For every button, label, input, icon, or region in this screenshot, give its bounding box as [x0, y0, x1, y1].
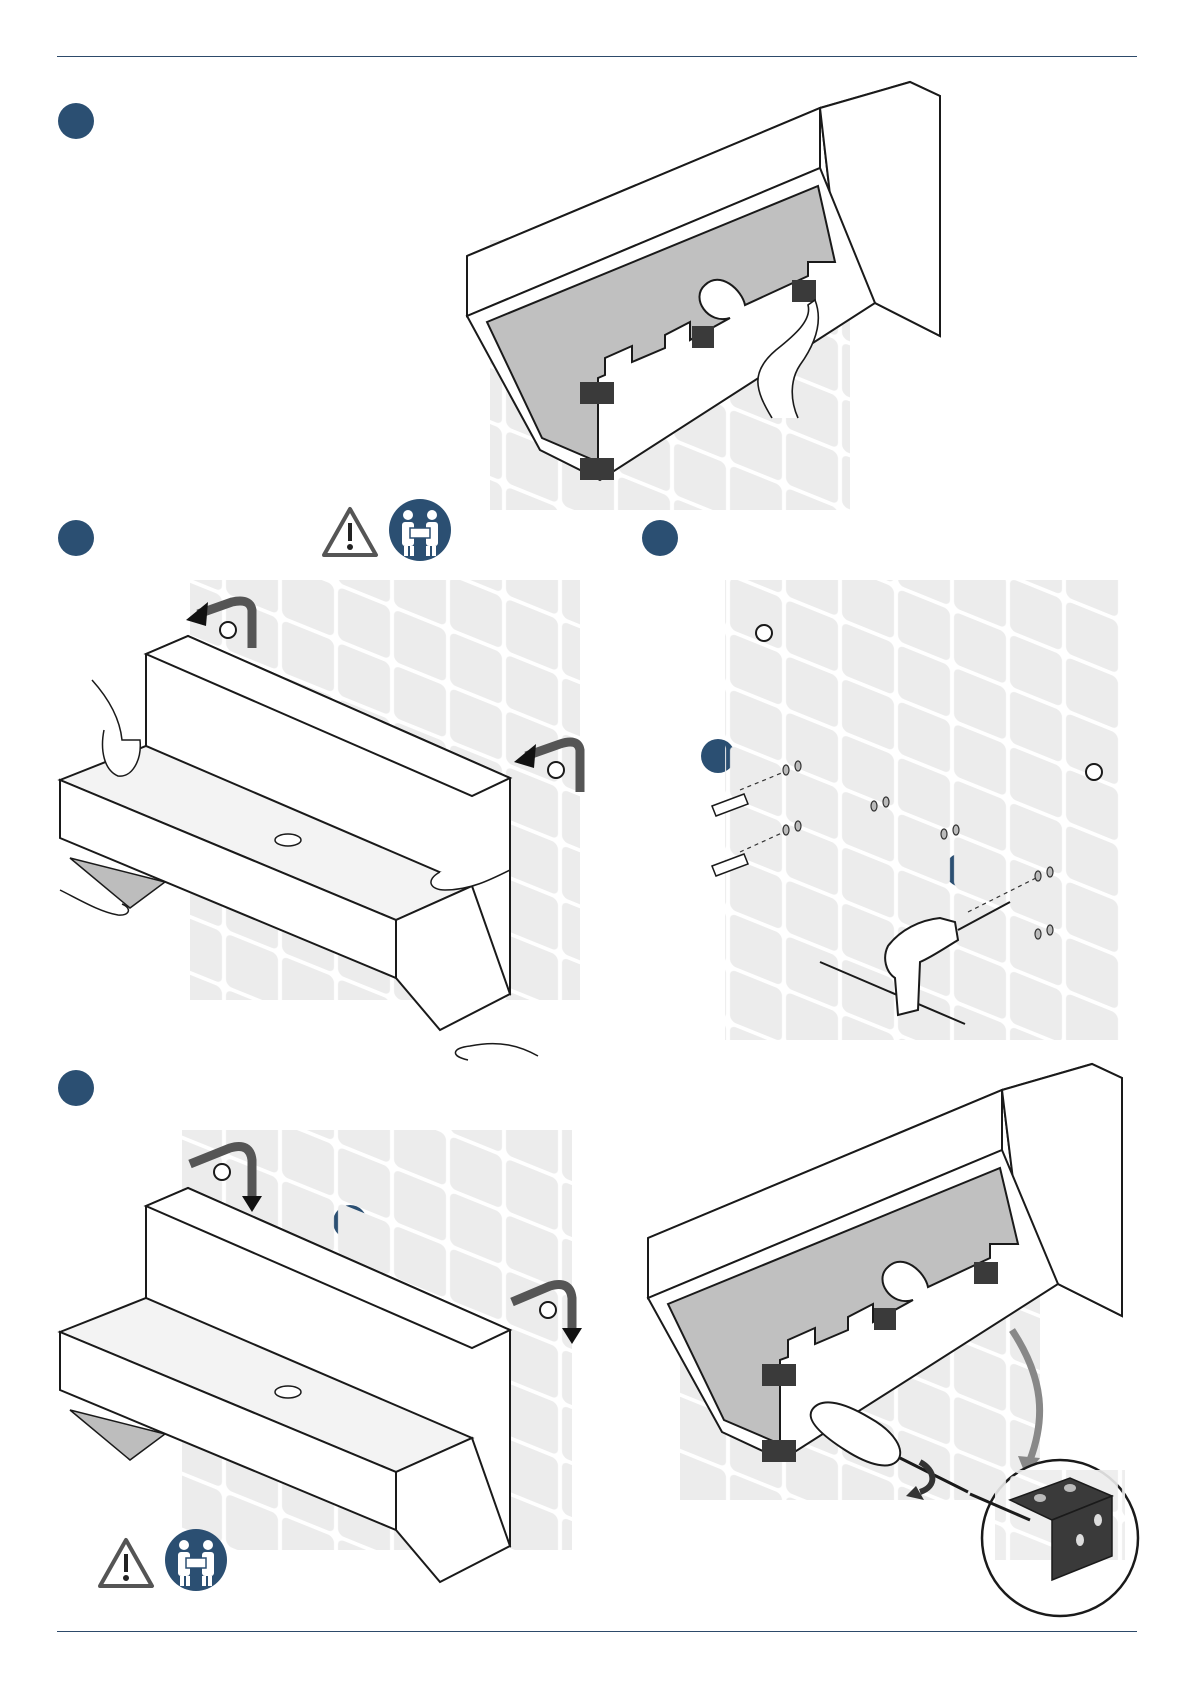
two-person-lift-icon	[389, 499, 451, 561]
warning-triangle-icon	[100, 1540, 152, 1586]
bracket-icon	[692, 326, 714, 348]
step1-illustration	[467, 82, 940, 510]
bracket-icon	[580, 458, 614, 480]
bracket-icon	[762, 1364, 796, 1386]
step2-illustration	[60, 580, 580, 1060]
warning-triangle-icon	[324, 509, 376, 555]
bracket-icon	[974, 1262, 998, 1284]
bracket-icon	[762, 1440, 796, 1462]
two-person-lift-icon	[165, 1529, 227, 1591]
bracket-icon	[580, 382, 614, 404]
step4-fix-illustration	[648, 1064, 1138, 1616]
bracket-icon	[792, 280, 816, 302]
bracket-icon	[874, 1308, 896, 1330]
step4-hang-illustration	[60, 1130, 582, 1582]
step3-illustration	[712, 580, 1120, 1040]
